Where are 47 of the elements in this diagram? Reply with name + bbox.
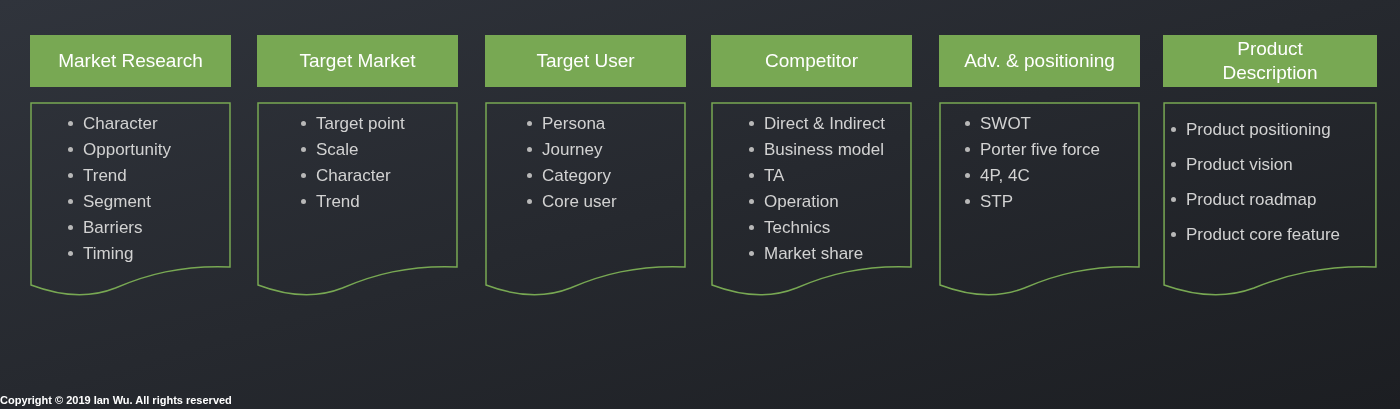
document-card: [257, 102, 458, 298]
document-card: [30, 102, 231, 298]
list-item: Character: [83, 113, 158, 134]
header-box: [1163, 35, 1377, 87]
list-item: Product core feature: [1186, 224, 1341, 245]
list-item: Segment: [83, 191, 152, 212]
list-item: Business model: [764, 139, 884, 160]
list-item: Technics: [764, 217, 831, 238]
list-item: Journey: [542, 139, 603, 160]
list-item: Product vision: [1186, 154, 1293, 175]
document-card: [711, 102, 912, 298]
header-title: Competitor: [765, 49, 858, 73]
list-item: Direct & Indirect: [764, 113, 885, 134]
header-box: [939, 35, 1140, 87]
list-item: STP: [980, 191, 1014, 212]
header-box: [485, 35, 686, 87]
list-item: SWOT: [980, 113, 1031, 134]
header-title: Product Description: [1221, 37, 1319, 85]
header-title: Target User: [536, 49, 635, 73]
list-item: Market share: [764, 243, 864, 264]
header-title: Adv. & positioning: [964, 49, 1115, 73]
list-item: Persona: [542, 113, 606, 134]
header-box: [30, 35, 231, 87]
list-item: Core user: [542, 191, 617, 212]
list-item: Porter five force: [980, 139, 1100, 160]
list-item: Scale: [316, 139, 359, 160]
list-item: Timing: [83, 243, 134, 264]
list-item: Trend: [83, 165, 127, 186]
list-item: Product positioning: [1186, 119, 1331, 140]
list-item: Category: [542, 165, 611, 186]
list-item: 4P, 4C: [980, 165, 1030, 186]
list-item: Barriers: [83, 217, 143, 238]
list-item: Trend: [316, 191, 360, 212]
document-card: [485, 102, 686, 298]
copyright-note: Copyright © 2019 Ian Wu. All rights reserved: [0, 393, 232, 408]
list-item: Character: [316, 165, 391, 186]
list-item: Operation: [764, 191, 839, 212]
list-item: Target point: [316, 113, 405, 134]
header-box: [711, 35, 912, 87]
document-card: [1163, 102, 1377, 298]
header-title: Market Research: [58, 49, 203, 73]
list-item: TA: [764, 165, 785, 186]
header-box: [257, 35, 458, 87]
document-card: [939, 102, 1140, 298]
header-title: Target Market: [299, 49, 416, 73]
list-item: Opportunity: [83, 139, 171, 160]
list-item: Product roadmap: [1186, 189, 1317, 210]
